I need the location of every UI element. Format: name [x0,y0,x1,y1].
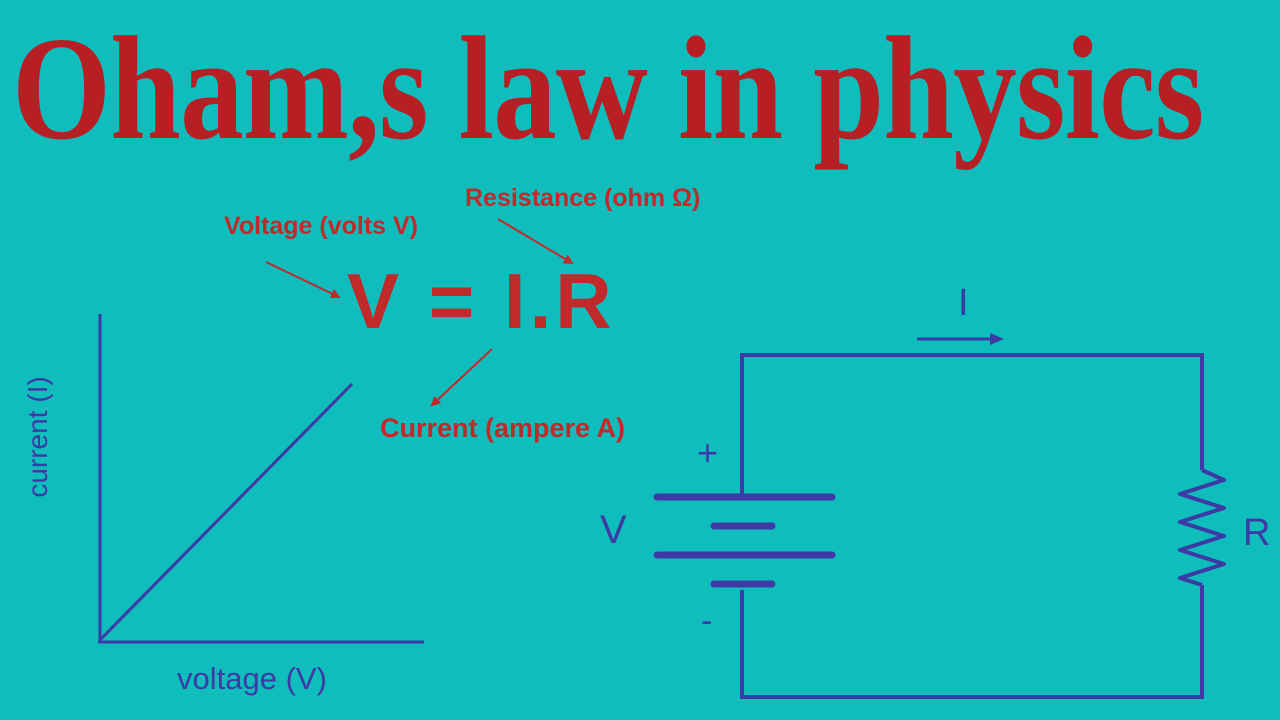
resistor [1178,468,1226,587]
plus-sign: + [697,432,719,473]
minus-sign: - [701,602,713,640]
current-symbol: I [958,282,969,324]
voltage-label: Voltage (volts V) [224,212,419,240]
resistance-label: Resistance (ohm Ω) [465,184,701,212]
circuit-diagram [653,333,1226,699]
current-arrow [430,348,493,407]
page-title: Oham,s law in physics [12,7,1204,171]
resistor-symbol: R [1243,512,1271,554]
voltage-arrow [265,261,341,299]
current-label: Current (ampere A) [380,413,626,443]
ohms-law-formula: V = I.R [347,257,616,345]
current-direction-arrowhead [990,333,1004,345]
wire-bottom [740,585,1204,699]
resistance-arrow [497,218,574,265]
graph-iv-line [98,382,354,642]
iv-graph [98,314,424,644]
graph-x-label: voltage (V) [177,661,327,696]
voltage-symbol: V [600,508,627,552]
wire-top [740,353,1204,497]
